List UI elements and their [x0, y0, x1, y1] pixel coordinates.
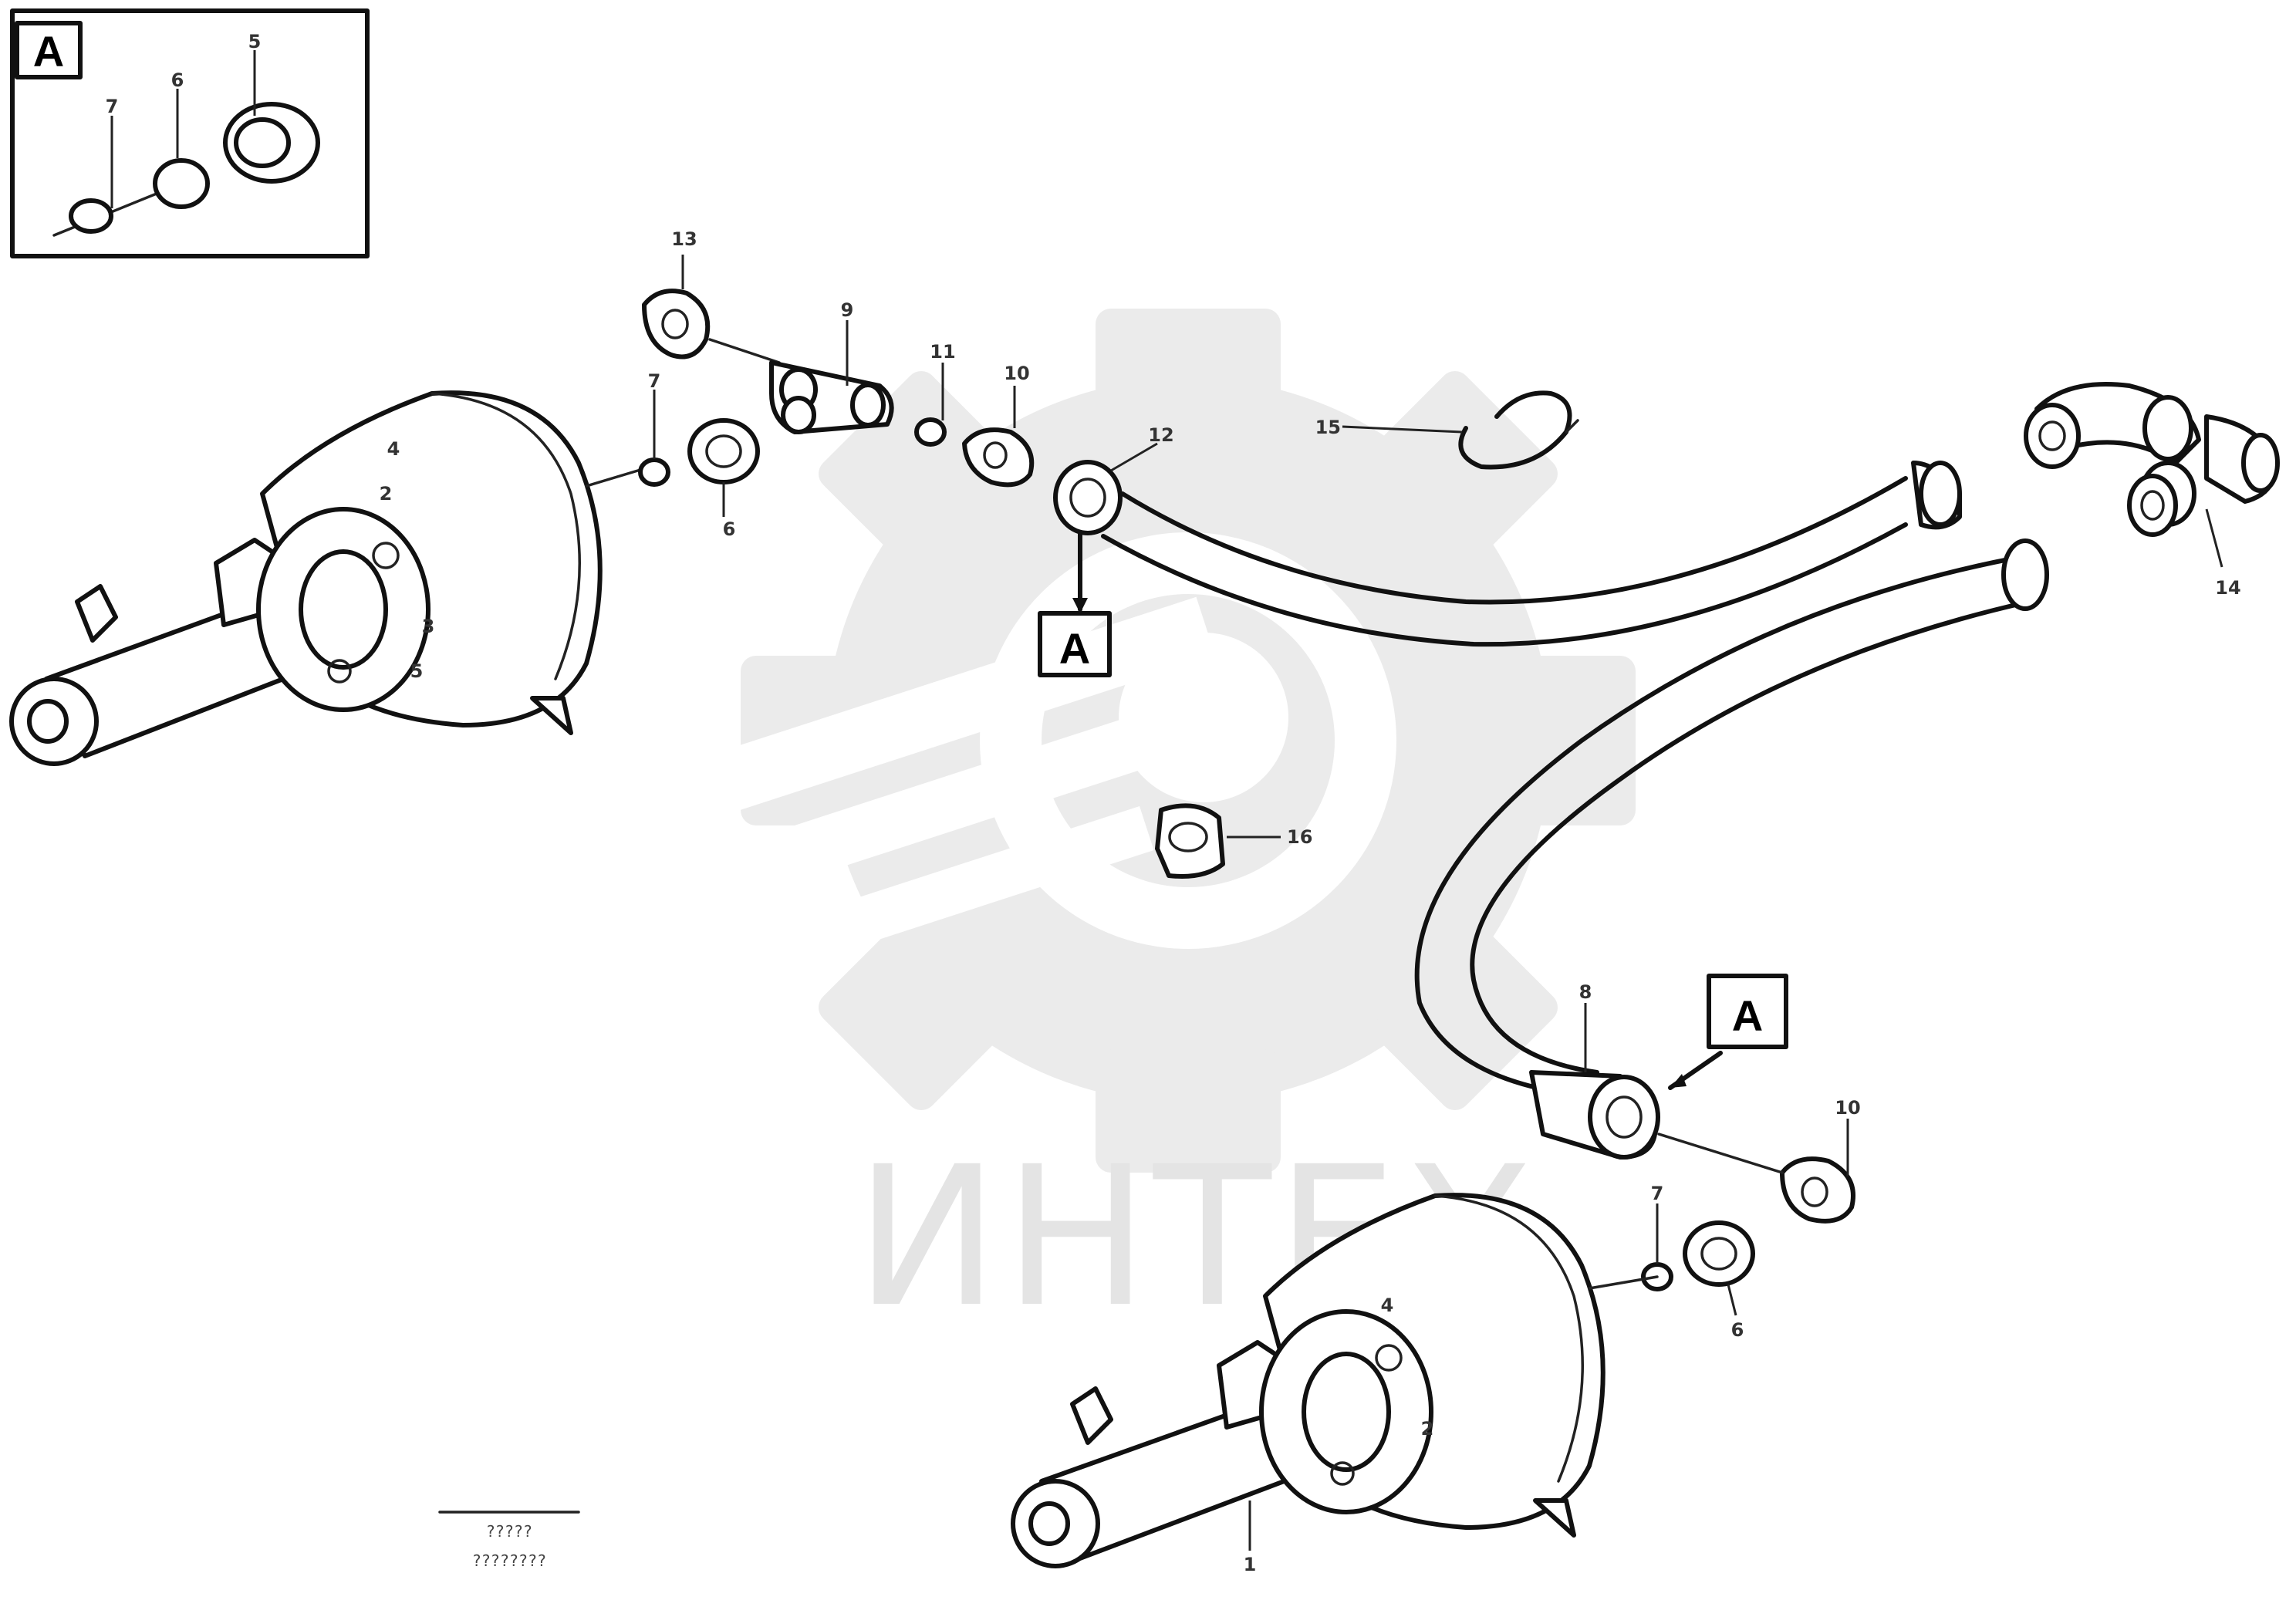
adapter-6-right [1683, 1220, 1755, 1287]
hose-end-12 [1053, 460, 1123, 535]
seal-ring-7-left [638, 457, 670, 487]
protective-sleeve-16 [1155, 803, 1225, 879]
callout-10-top: 10 [1004, 363, 1029, 384]
callout-inset-5: 5 [248, 31, 262, 52]
callout-inset-6: 6 [171, 69, 184, 91]
callout-12: 12 [1148, 424, 1173, 446]
section-label-left: A [1059, 624, 1090, 673]
brake-hose-upper-outer [1120, 476, 1908, 605]
callout-13: 13 [671, 228, 697, 250]
nipple-10-top [962, 427, 1035, 488]
callout-1: 1 [1244, 1554, 1257, 1575]
callout-16: 16 [1287, 826, 1312, 848]
callout-14: 14 [2215, 577, 2240, 599]
section-label-right: A [1732, 991, 1763, 1040]
nipple-10-bottom [1780, 1156, 1855, 1224]
callout-7-left: 7 [648, 370, 661, 392]
drawing-code-line1: ????? [486, 1522, 532, 1541]
brake-hose-long-inner [1470, 599, 2031, 1075]
callout-4-left: 4 [387, 438, 400, 460]
callout-5-left: 5 [410, 660, 424, 682]
callout-3-left: 3 [422, 616, 435, 637]
connector-4-right [2024, 403, 2081, 469]
tee-connector-assembly [2024, 382, 2280, 537]
callout-6-right: 6 [1731, 1319, 1744, 1341]
seal-ring-11 [914, 417, 947, 447]
intex-watermark-inner [682, 532, 1396, 984]
fitting-13 [642, 289, 711, 360]
left-brake-cylinder-assembly [9, 390, 665, 766]
inset-detail-box: A 7 6 5 [10, 8, 370, 258]
callout-11: 11 [930, 341, 955, 363]
section-label-inset: A [33, 27, 64, 76]
callout-2-bottom: 2 [1421, 1418, 1434, 1440]
callout-7-right: 7 [1651, 1183, 1664, 1204]
inset-fitting-part [69, 198, 113, 234]
hose-coupling-lower [2001, 538, 2049, 611]
drawing-code-line2: ???????? [472, 1551, 546, 1570]
callout-4-bottom: 4 [1381, 1295, 1394, 1316]
inset-seal-ring-part [153, 158, 210, 209]
callout-6-left: 6 [723, 518, 736, 540]
callout-15: 15 [1315, 417, 1341, 438]
brake-hose-upper-inner [1101, 522, 1908, 647]
right-brake-cylinder-assembly [1011, 1193, 1659, 1568]
adapter-6-left [687, 418, 760, 484]
callout-10-bottom: 10 [1835, 1097, 1860, 1119]
callout-inset-7: 7 [106, 96, 119, 117]
callout-9-top: 9 [841, 299, 854, 321]
callout-8: 8 [1579, 981, 1592, 1003]
brake-hose-long-outer [1414, 553, 2031, 1098]
callout-2-left: 2 [380, 483, 393, 505]
